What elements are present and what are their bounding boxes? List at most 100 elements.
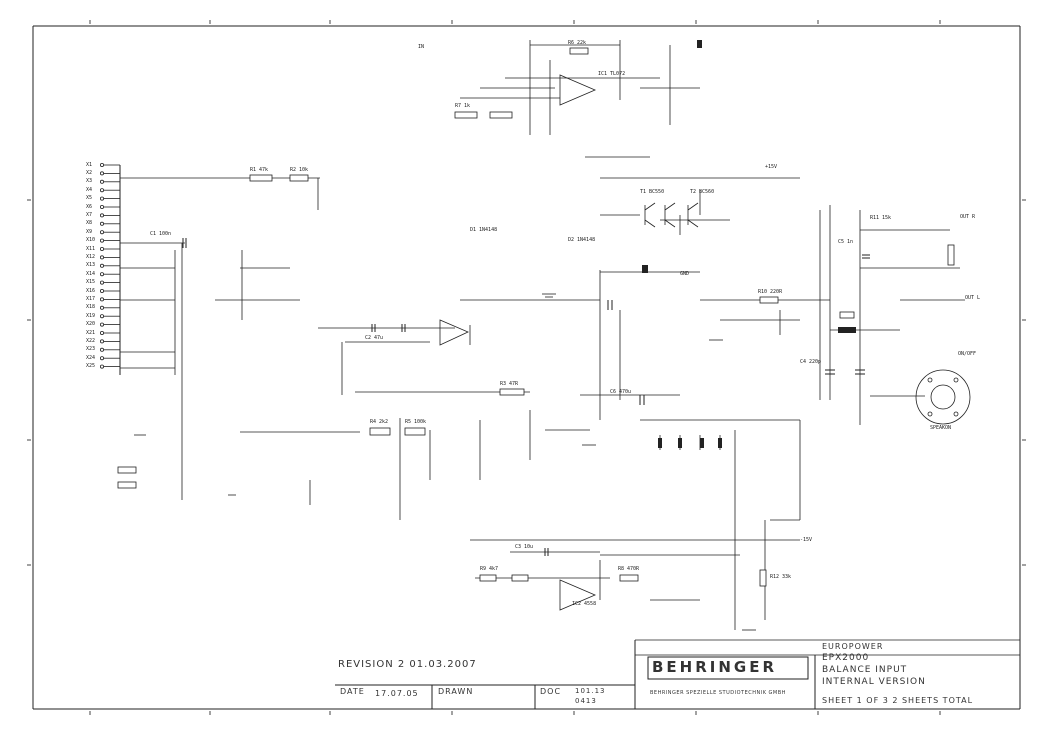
net-label: -15V: [800, 537, 813, 543]
net-label: IN: [418, 44, 425, 50]
connector-pin-terminal: [100, 196, 105, 201]
wiring: [120, 40, 1020, 656]
component-label: C5 1n: [838, 239, 854, 245]
component-label: C3 10u: [515, 544, 534, 550]
component-label: C4 220p: [800, 359, 822, 365]
connector-pin-label: X19: [86, 312, 96, 319]
connector-pin-terminal: [100, 213, 105, 218]
connector-pin-label: X12: [86, 253, 96, 260]
title-line: EUROPOWER: [822, 642, 884, 651]
resistor-symbols: [117, 47, 955, 587]
connector-pin-label: X10: [86, 237, 96, 244]
connector-pin-label: X17: [86, 295, 96, 302]
left-connector-pins: [100, 162, 120, 369]
net-label: GND: [680, 271, 690, 277]
component-label: C6 470u: [610, 389, 632, 395]
component-label: R10 220R: [758, 289, 783, 295]
component-label: R12 33k: [770, 574, 792, 580]
revision-text: REVISION 2 01.03.2007: [338, 659, 477, 670]
connector-pin-label: X6: [86, 203, 93, 210]
ground-symbols: [134, 293, 756, 631]
logo-caption: BEHRINGER SPEZIELLE STUDIOTECHNIK GMBH: [650, 690, 786, 696]
doc-sub-value: 0413: [575, 697, 597, 705]
connector-pin-label: X16: [86, 287, 96, 294]
connector-pin-terminal: [100, 179, 105, 184]
connector-pin-terminal: [100, 188, 105, 193]
connector-pin-terminal: [100, 255, 105, 260]
connector-pin-terminal: [100, 314, 105, 319]
jack-label: ON/OFF: [958, 351, 977, 357]
connector-pin-label: X14: [86, 270, 96, 277]
transistor-symbols: [644, 202, 721, 450]
component-label: R11 15k: [870, 215, 892, 221]
connector-pin-terminal: [100, 204, 105, 209]
connector-pin-label: X25: [86, 363, 96, 370]
sheet-info: SHEET 1 OF 3 2 SHEETS TOTAL: [822, 696, 974, 705]
connector-pin-terminal: [100, 263, 105, 268]
date-value: 17.07.05: [375, 689, 419, 698]
sheet-border: [32, 25, 1021, 710]
title-line: INTERNAL VERSION: [822, 677, 926, 687]
connector-pin-terminal: [100, 364, 105, 369]
connector-pin-terminal: [100, 272, 105, 277]
connector-pin-label: X21: [86, 329, 96, 336]
net-label: OUT L: [965, 295, 981, 301]
connector-pin-label: X3: [86, 178, 93, 185]
connector-pin-label: X23: [86, 346, 96, 353]
connector-pin-terminal: [100, 356, 105, 361]
connector-pin-label: X20: [86, 321, 96, 328]
filled-components: [642, 40, 856, 448]
date-label: DATE: [340, 687, 365, 696]
connector-pin-terminal: [100, 221, 105, 226]
doc-value: 101.13: [575, 687, 606, 695]
component-label: R4 2k2: [370, 419, 389, 425]
company-logo: BEHRINGER: [652, 658, 778, 676]
connector-pin-terminal: [100, 288, 105, 293]
connector-pin-terminal: [100, 246, 105, 251]
title-line: BALANCE INPUT: [822, 665, 908, 675]
connector-pin-terminal: [100, 297, 105, 302]
component-label: R5 100k: [405, 419, 427, 425]
title-block: [335, 640, 816, 709]
component-label: R9 4k7: [480, 566, 499, 572]
connector-pin-label: X22: [86, 337, 96, 344]
component-label: R1 47k: [250, 167, 269, 173]
connector-pin-terminal: [100, 171, 105, 176]
component-label: R7 1k: [455, 103, 471, 109]
component-label: R3 47R: [500, 381, 519, 387]
connector-pin-label: X24: [86, 354, 96, 361]
opamp-symbols: [439, 74, 597, 611]
connector-pin-terminal: [100, 305, 105, 310]
connector-pin-label: X7: [86, 211, 93, 218]
capacitor-symbols: [182, 238, 870, 556]
connector-pin-terminal: [100, 322, 105, 327]
connector-pin-label: X4: [86, 186, 93, 193]
connector-pin-label: X18: [86, 304, 96, 311]
connector-pin-terminal: [100, 339, 105, 344]
net-label: OUT R: [960, 214, 976, 220]
component-label: T2 BC560: [690, 189, 715, 195]
component-label: R8 470R: [618, 566, 640, 572]
title-line: EPX2000: [822, 653, 870, 663]
component-label: D1 1N4148: [470, 227, 498, 233]
connector-pin-terminal: [100, 280, 105, 285]
connector-pin-label: X2: [86, 169, 93, 176]
connector-pin-label: X11: [86, 245, 96, 252]
connector-pin-label: X1: [86, 161, 93, 168]
connector-pin-terminal: [100, 230, 105, 235]
component-label: IC1 TL072: [598, 71, 626, 77]
connector-pin-label: X13: [86, 262, 96, 269]
jack-caption: SPEAKON: [930, 425, 952, 431]
border-tick-marks: [27, 20, 1026, 715]
connector-pin-terminal: [100, 238, 105, 243]
component-label: C1 100n: [150, 231, 172, 237]
drawn-label: DRAWN: [438, 687, 474, 696]
component-label: R2 10k: [290, 167, 309, 173]
component-label: C2 47u: [365, 335, 384, 341]
speaker-jack: [915, 369, 971, 425]
component-label: IC2 4558: [572, 601, 597, 607]
net-label: +15V: [765, 164, 778, 170]
connector-pin-terminal: [100, 330, 105, 335]
connector-pin-terminal: [100, 162, 105, 167]
